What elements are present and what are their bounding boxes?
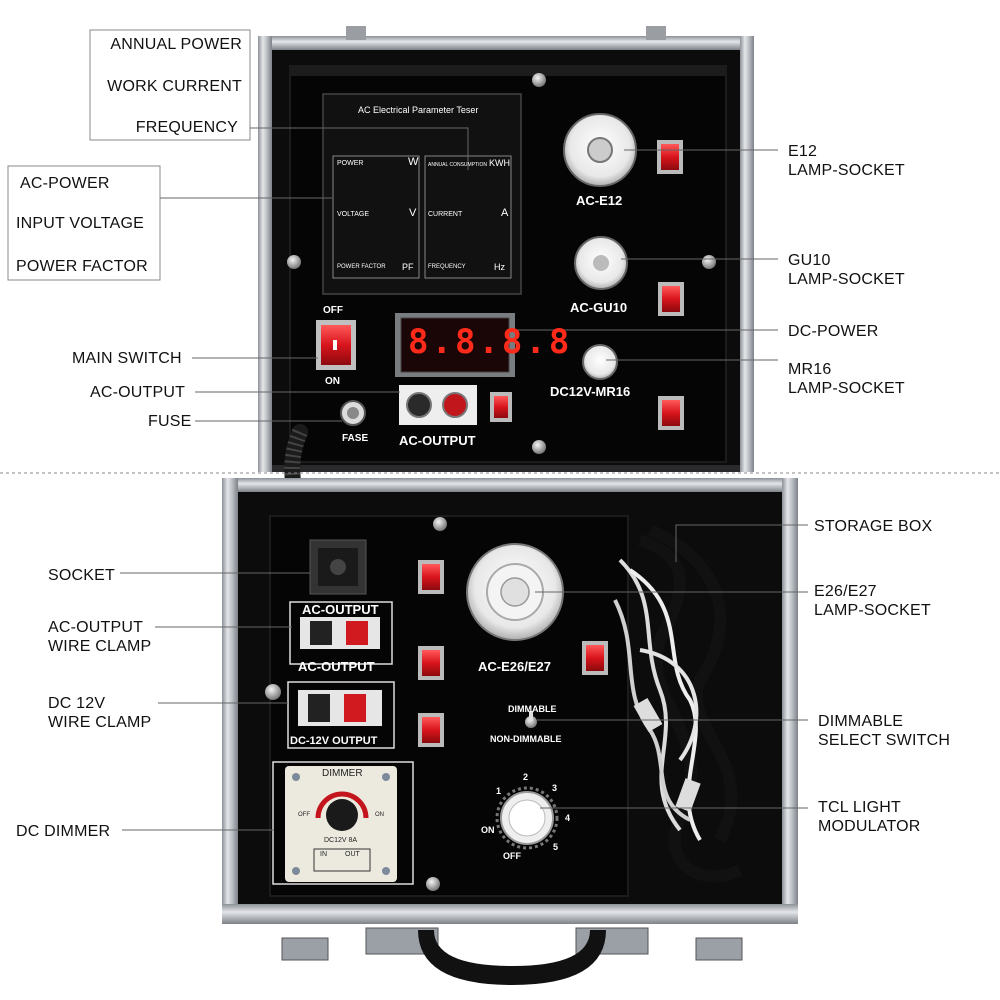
label-gu10-socket: GU10 LAMP-SOCKET [788,252,905,288]
case-handle [281,927,743,985]
label-socket: SOCKET [48,567,115,584]
label-input-voltage: INPUT VOLTAGE [16,215,144,232]
dial-on-label: ON [481,825,495,835]
label-storage-box: STORAGE BOX [814,518,933,535]
switch-off-label: OFF [323,305,343,316]
label-ac-output: AC-OUTPUT [90,384,186,401]
ac-output-panel-label: AC-OUTPUT [399,433,476,448]
dial-off-label: OFF [503,851,521,861]
dimmer-on-label: ON [375,812,384,818]
mr16-lamp-socket [582,344,684,430]
parameter-meter [322,93,522,295]
dc-12v-wire-clamp [287,681,395,749]
label-ac-output-clamp: AC-OUTPUT WIRE CLAMP [48,619,152,655]
switch-on-label: ON [325,376,340,387]
dc-dimmer [272,761,414,885]
dc-mr16-label: DC12V-MR16 [550,384,631,399]
callout-boxes [7,29,251,281]
tcl-light-modulator [495,786,559,850]
meter-title: AC Electrical Parameter Teser [358,105,479,115]
label-ac-power: AC-POWER [20,175,110,192]
dial-tick-2: 2 [523,772,529,782]
led-readout: 8.8.8.8 [408,322,573,362]
meter-power-unit: W [408,156,419,168]
label-tcl-modulator: TCL LIGHT MODULATOR [818,799,921,835]
dial-tick-1: 1 [496,786,502,796]
meter-voltage-unit: V [409,207,417,219]
ac-output-wire-clamp [289,601,393,665]
ac-clamp-bottom-label: AC-OUTPUT [298,659,375,674]
meter-pf: POWER FACTOR [337,264,386,270]
meter-pf-unit: PF [402,262,414,272]
dc-clamp-label: DC-12V OUTPUT [290,735,378,747]
label-work-current: WORK CURRENT [107,78,242,95]
gu10-lamp-socket [574,236,684,316]
e26-e27-lamp-socket [466,543,564,641]
dial-tick-3: 3 [552,783,558,793]
label-annual-power: ANNUAL POWER [110,36,242,53]
main-switch [316,320,356,370]
meter-current: CURRENT [428,211,463,218]
label-e26-socket: E26/E27 LAMP-SOCKET [814,583,931,619]
label-fuse: FUSE [148,413,192,430]
label-frequency: FREQUENCY [135,119,238,136]
ac-output-terminals [399,385,512,425]
dimmer-in-label: IN [320,851,327,858]
dial-tick-5: 5 [553,842,559,852]
label-dc-power: DC-POWER [788,323,879,340]
dimmer-off-label: OFF [298,812,310,818]
label-main-switch: MAIN SWITCH [72,350,182,367]
dc-power-display [395,313,515,377]
dimmer-rating: DC12V 8A [324,837,358,844]
meter-current-unit: A [501,207,509,219]
dial-tick-4: 4 [565,813,571,823]
dimmable-label: DIMMABLE [508,704,557,714]
dimmer-out-label: OUT [345,851,360,858]
universal-socket [309,539,367,595]
ac-e26-label: AC-E26/E27 [478,659,551,674]
meter-voltage: VOLTAGE [337,211,370,218]
leader-lines [120,127,808,831]
label-e12-socket: E12 LAMP-SOCKET [788,143,905,179]
fase-label: FASE [342,433,369,444]
base-rocker-switches [418,560,608,747]
ac-gu10-label: AC-GU10 [570,300,628,315]
label-dc-dimmer: DC DIMMER [16,823,111,840]
meter-annual-unit: KWH [489,158,510,168]
ac-e12-label: AC-E12 [576,193,623,208]
fuse-holder [340,400,366,426]
meter-power: POWER [337,160,364,167]
non-dimmable-label: NON-DIMMABLE [490,734,562,744]
meter-freq: FREQUENCY [428,264,466,270]
base-screws [265,517,447,891]
ac-clamp-top-label: AC-OUTPUT [302,602,379,617]
meter-freq-unit: Hz [494,262,505,272]
meter-annual: ANNUAL CONSUMPTION [428,162,487,168]
dimmer-title: DIMMER [322,768,363,779]
dimmable-select-switch [525,711,537,728]
label-mr16-socket: MR16 LAMP-SOCKET [788,361,905,397]
label-dimmable-switch: DIMMABLE SELECT SWITCH [818,713,951,749]
label-dc12v-clamp: DC 12V WIRE CLAMP [48,695,152,731]
label-power-factor: POWER FACTOR [16,258,148,275]
storage-box-wires [613,524,743,883]
